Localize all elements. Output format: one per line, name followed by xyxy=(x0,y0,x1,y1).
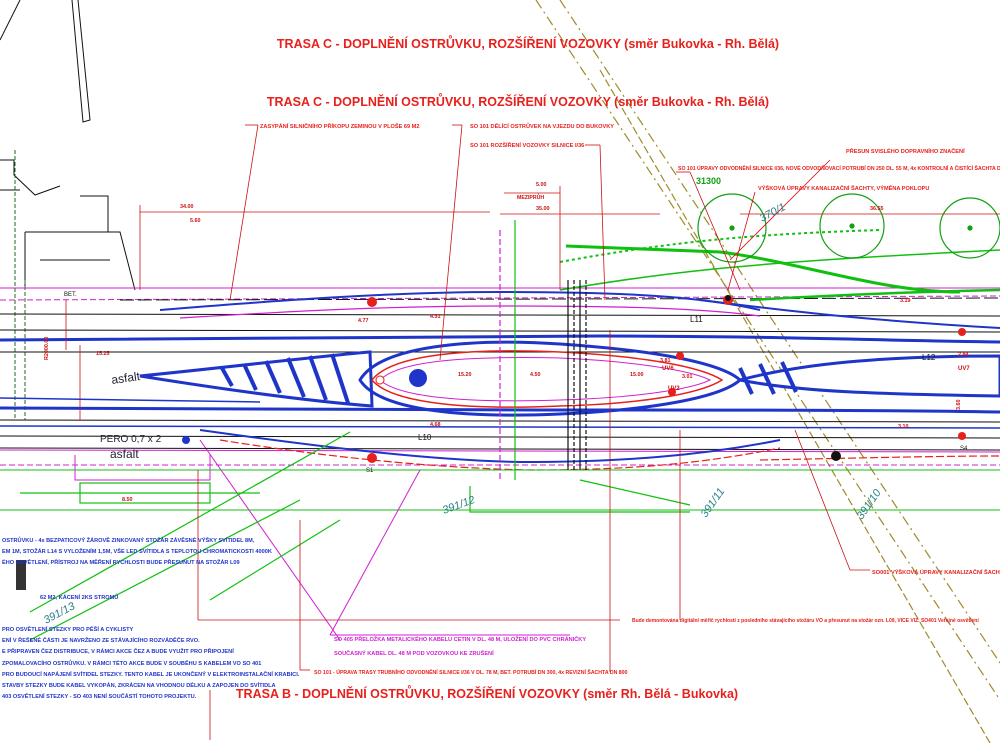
dim-310: 3.10 xyxy=(898,424,909,430)
dim-850: 8.50 xyxy=(122,497,133,503)
dim-477: 4.77 xyxy=(358,318,369,324)
label-pero: PERO 0,7 x 2 xyxy=(100,434,162,445)
dim-1520: 15.20 xyxy=(458,372,472,378)
dim-381: 3.81 xyxy=(660,358,671,364)
title-trasa-c-top: TRASA C - DOPLNĚNÍ OSTRŮVKU, ROZŠÍŘENÍ V… xyxy=(277,35,779,51)
left-note-line: 62 M2, KÁCENÍ 2KS STROMŮ xyxy=(40,593,118,601)
dim-284: 2.84 xyxy=(958,352,969,358)
left-note-line: ÉHO OSVĚTLENÍ, PŘÍSTROJ NA MĚŘENÍ RYCHLO… xyxy=(2,558,240,566)
dim-r2000: R2000.00 xyxy=(44,337,50,360)
label-l12: L12 xyxy=(922,353,936,362)
chainage-km: 31300 xyxy=(696,176,721,186)
left-note-line: OSTRŮVKU - 4x BEZPATICOVÝ ŽÁROVĚ ZINKOVA… xyxy=(2,536,255,544)
left-note-line: E PŘIPRAVEN ČEZ DISTRIBUCE, V RÁMCI AKCE… xyxy=(2,647,234,655)
green-dashed-structures xyxy=(14,150,26,420)
dim-468: 4.68 xyxy=(430,422,441,428)
label-s1: S1 xyxy=(366,468,374,474)
note-zasypani: ZASYPÁNÍ SILNIČNÍHO PŘÍKOPU ZEMINOU V PL… xyxy=(260,122,419,130)
chainage-391-13: 391/13 xyxy=(42,600,78,627)
left-note-line: EM 1M, STOŽÁR L14 S VYLOŽENÍM 1,5M, VŠE … xyxy=(2,547,272,555)
right-traffic-island xyxy=(738,354,1000,398)
dim-500: 5.00 xyxy=(536,182,547,188)
dim-360: 3.60 xyxy=(956,400,962,411)
dim-34: 34.00 xyxy=(180,204,194,210)
tree-circles xyxy=(697,193,1000,263)
lamp-and-manhole-markers xyxy=(182,295,966,463)
left-cabinet xyxy=(16,560,26,590)
note-demontovana: Bude demontována digitální měřič rychlos… xyxy=(632,618,979,624)
dim-431: 4.31 xyxy=(430,314,441,320)
blue-road-lines xyxy=(0,334,1000,429)
title-trasa-b-bottom: TRASA B - DOPLNĚNÍ OSTRŮVKU, ROZŠÍŘENÍ V… xyxy=(236,685,738,701)
chainage-391-12: 391/12 xyxy=(441,494,477,517)
dim-3500: 35.00 xyxy=(536,206,550,212)
label-bet: BET. xyxy=(64,292,77,298)
dim-450: 4.50 xyxy=(530,372,541,378)
magenta-leaders xyxy=(329,469,570,636)
left-note-line: ZPOMALOVACÍHO OSTRŮVKU. V RÁMCI TÉTO AKC… xyxy=(2,659,261,667)
chainage-391-10: 391/10 xyxy=(855,487,885,522)
note-so101-rozsireni: SO 101 ROZŠÍŘENÍ VOZOVKY SILNICE I/36 xyxy=(470,141,584,149)
label-uv7: UV7 xyxy=(958,366,970,372)
note-so101-ostruvek: SO 101 DĚLÍCÍ OSTRŮVEK NA VJEZDU DO BUKO… xyxy=(470,122,614,130)
left-building-lines xyxy=(0,0,136,291)
left-notes: OSTRŮVKU - 4x BEZPATICOVÝ ŽÁROVĚ ZINKOVA… xyxy=(2,536,300,700)
chainage-370-1: 370/1 xyxy=(758,201,788,225)
note-vyskova: VÝŠKOVÁ ÚPRAVY KANALIZAČNÍ ŠACHTY, VÝMĚN… xyxy=(758,184,929,192)
left-note-line: ENÍ V ŘEŠENÉ ČÁSTI JE NAVRŽENO ZE STÁVAJ… xyxy=(2,636,200,644)
title-trasa-c-second: TRASA C - DOPLNĚNÍ OSTRŮVKU, ROZŠÍŘENÍ V… xyxy=(267,93,769,109)
dimension-lines xyxy=(65,124,1000,740)
note-so001: SO001 VÝŠKOVÁ ÚPRAVY KANALIZAČNÍ ŠACHTY xyxy=(872,568,1000,576)
label-l10: L10 xyxy=(418,433,432,442)
left-note-line: STAVBY STEZKY BUDE KABEL VYKOPÁN, ZKRÁCE… xyxy=(2,681,276,689)
dim-301: 3.01 xyxy=(682,374,693,380)
dim-3655: 36.55 xyxy=(870,206,884,212)
dim-1525: 15.25 xyxy=(96,351,110,357)
label-mezipruh: MEZIPRŮH xyxy=(517,193,544,201)
label-l11: L11 xyxy=(690,315,703,324)
note-so405-1: SO 405 PŘELOŽKA METALICKÉHO KABELU CETIN… xyxy=(334,635,586,643)
diagonal-boundary-lines xyxy=(535,0,1000,743)
label-asfalt-lower: asfalt xyxy=(110,447,139,461)
label-asfalt-upper: asfalt xyxy=(110,369,141,387)
left-note-line: 403 OSVĚTLENÍ STEZKY - SO 403 NENÍ SOUČÁ… xyxy=(2,692,197,700)
note-presun: PŘESUN SVISLÉHO DOPRAVNÍHO ZNAČENÍ xyxy=(846,147,965,155)
note-so405-2: SOUČASNÝ KABEL DL. 48 M POD VOZOVKOU KE … xyxy=(334,649,494,657)
label-uv6: UV6 xyxy=(662,366,674,372)
dim-319: 3.19 xyxy=(900,298,911,304)
chainage-391-11: 391/11 xyxy=(699,486,728,520)
dim-1500: 15.00 xyxy=(630,372,644,378)
note-so101-upravy: SO 101 ÚPRAVY ODVODNĚNÍ SILNICE I/36, NO… xyxy=(678,164,1000,172)
left-traffic-island xyxy=(139,350,374,408)
dim-560: 5.60 xyxy=(190,218,201,224)
note-so101-trasa: SO 101 - ÚPRAVA TRASY TRUBNÍHO ODVODNĚNÍ… xyxy=(314,668,628,676)
vertical-crossing xyxy=(499,220,587,480)
label-uv2: UV2 xyxy=(668,386,680,392)
label-s4: S4 xyxy=(960,446,968,452)
left-note-line: PRO OSVĚTLENÍ STEZKY PRO PĚŠÍ A CYKLISTY xyxy=(2,625,134,633)
left-note-line: PRO BUDOUCÍ NAPÁJENÍ SVÍTIDEL STEZKY. TE… xyxy=(2,670,300,678)
green-utility-lines xyxy=(20,431,691,641)
